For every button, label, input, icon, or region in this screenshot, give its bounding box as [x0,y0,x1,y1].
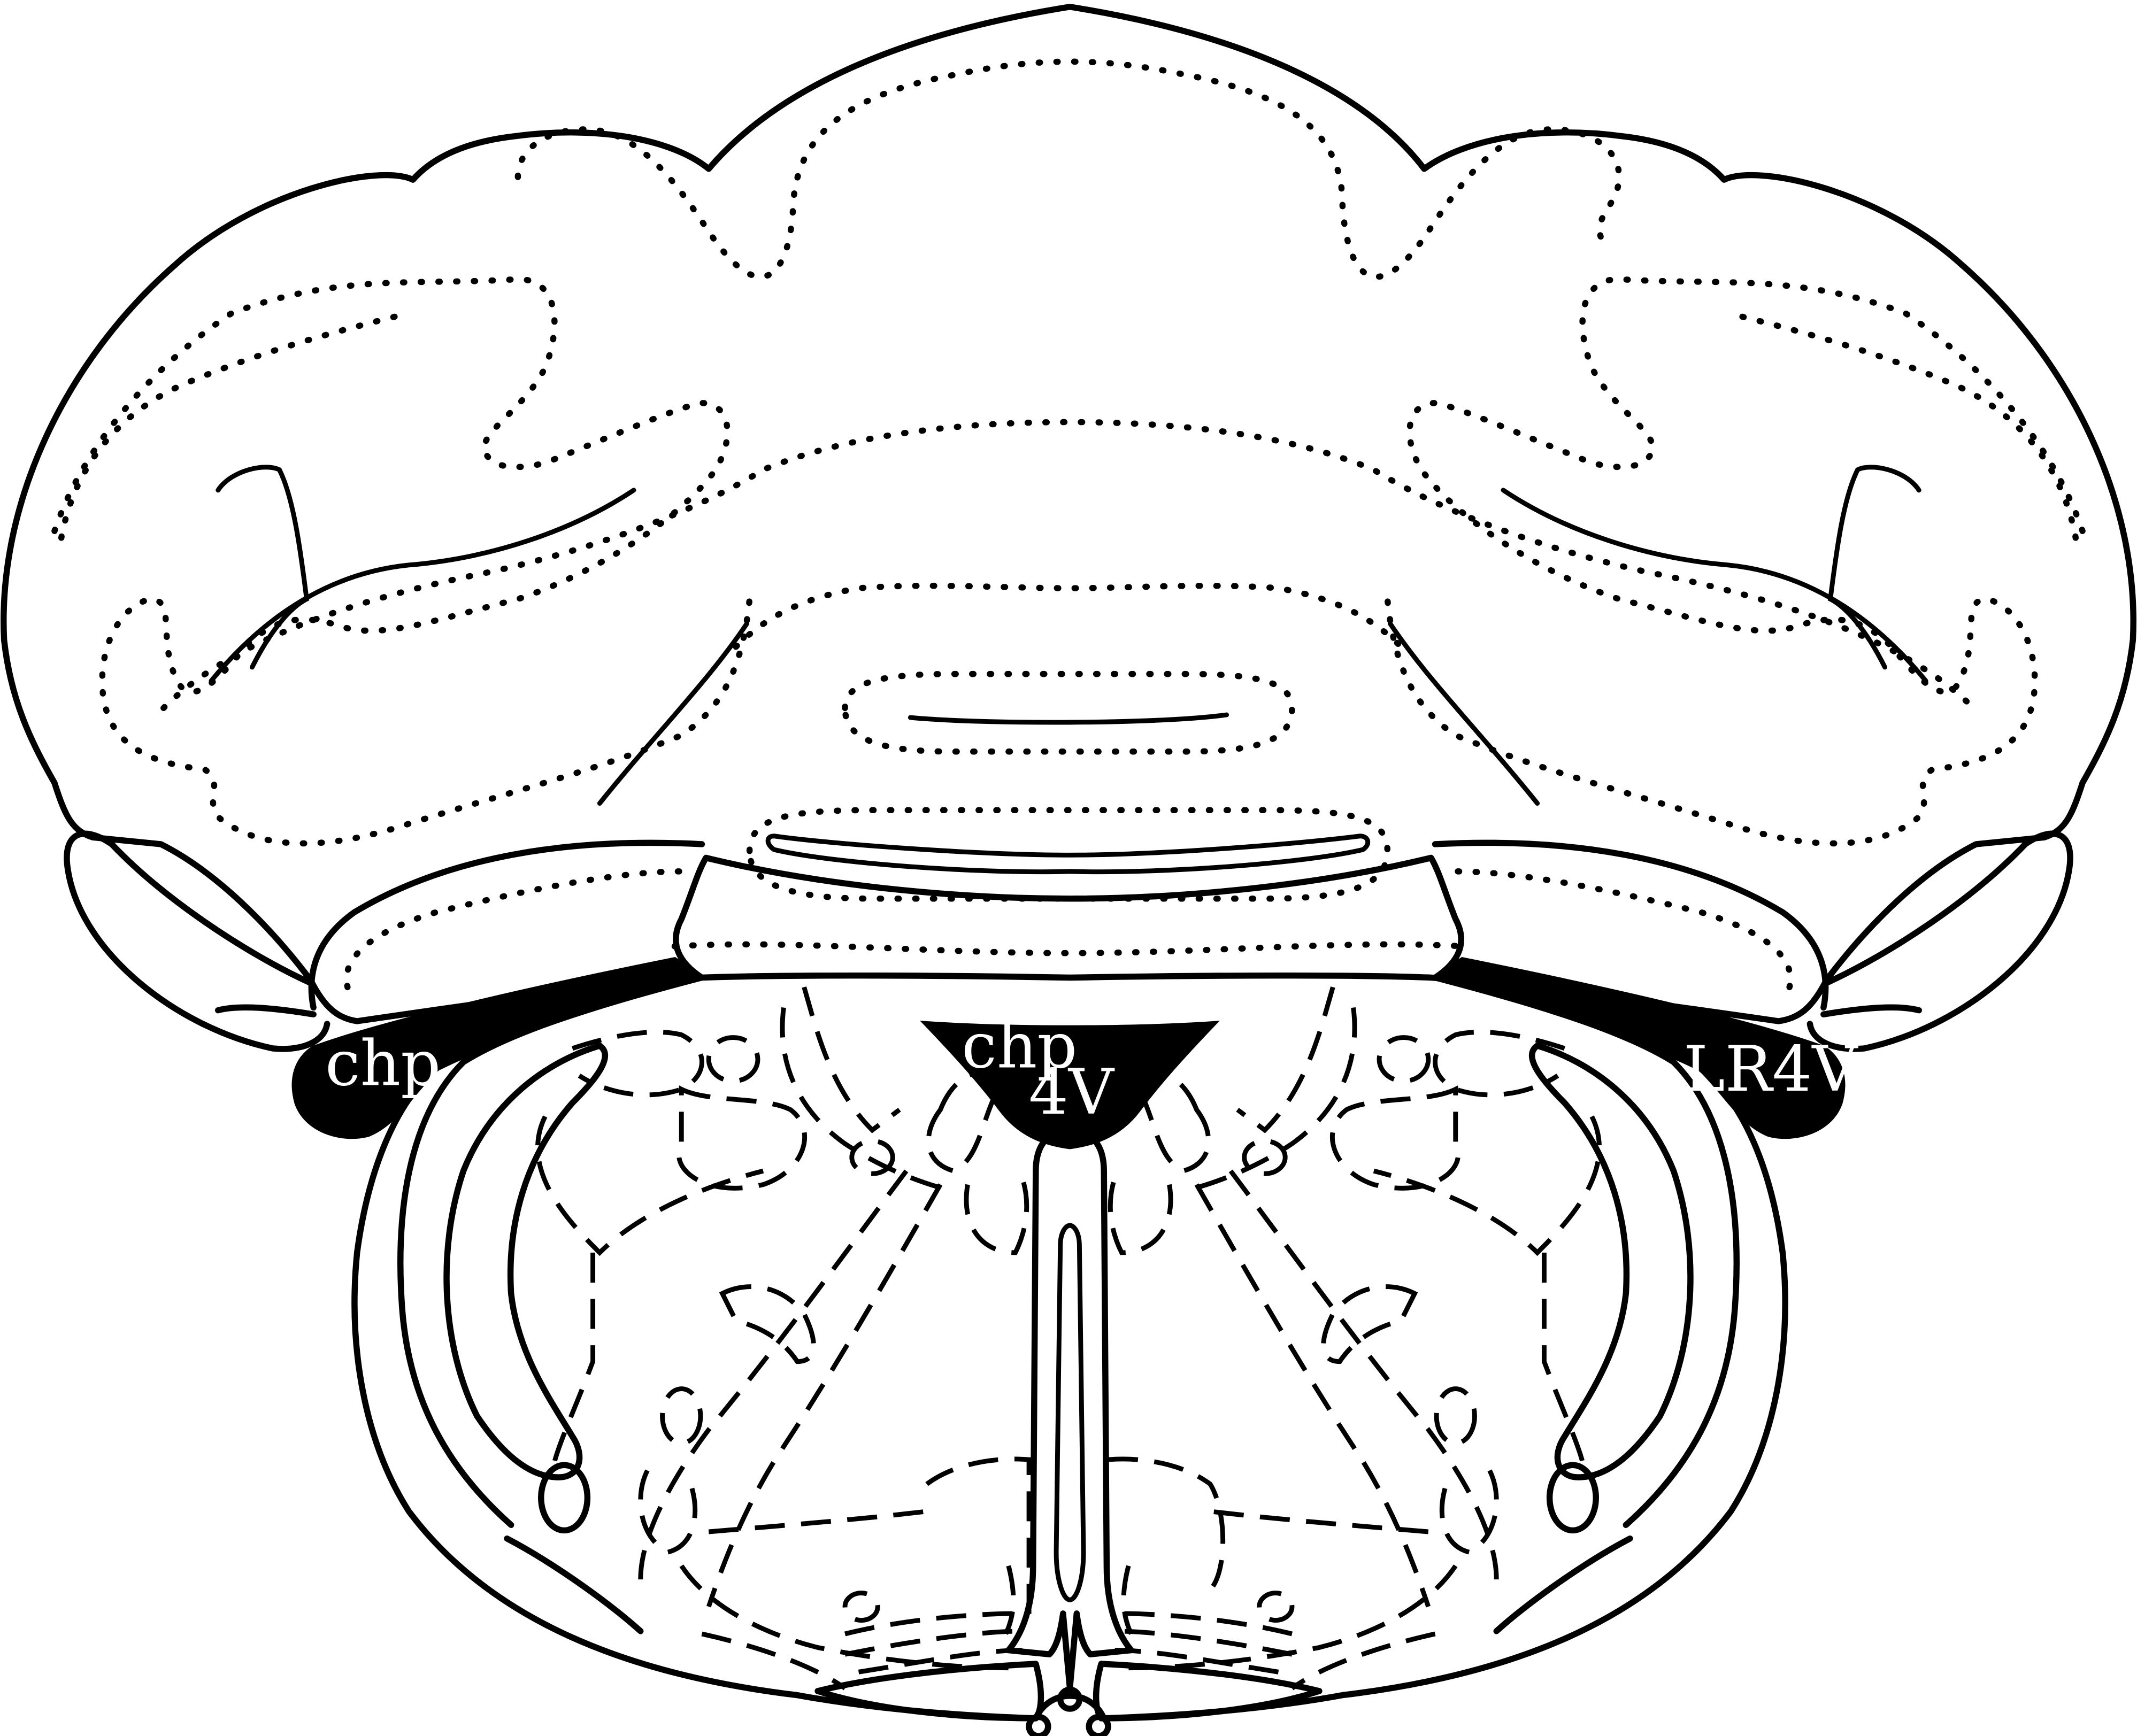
tract-left-outer [447,1046,605,1477]
paraflocculus-right [1824,1007,1919,1014]
label-chp-left: chp [325,1027,441,1100]
dashed-right-hypoglossal [1110,1178,1171,1253]
dashed-right-diag [1183,1008,1355,1192]
white-matter-central-band [736,586,1401,647]
white-matter-vermis-top [518,61,1619,276]
dashed-left-lower-arc [702,1634,845,1688]
dashed-left-lateral-column [552,1253,593,1477]
fissure-left-3 [599,623,747,803]
fissure-left-2 [218,467,307,667]
dashed-left-small-ring [709,1038,758,1081]
brainstem-outline [355,1069,1785,1718]
dashed-left-hypoglossal [966,1178,1027,1253]
label-4v: 4V [1028,1055,1115,1129]
paraflocculus-left [218,1007,313,1014]
dashed-right-vestibular [1332,1089,1458,1188]
dashed-right-olive-a [1442,1470,1496,1552]
label-lr4v: LR4V [1684,1032,1859,1106]
tract-right-outer [1532,1046,1690,1477]
dashed-right-ring-mid [1436,1389,1474,1444]
cerebellum-outline [4,7,2133,1021]
vermis-fissure-upper [910,715,1226,722]
dashed-right-small-ring [1379,1038,1428,1081]
dashed-left-facial-nucleus [722,1287,814,1362]
midline-inner [1056,1225,1083,1600]
dashed-right-base-ring [1259,1593,1292,1621]
fissure-right-1 [1503,490,1926,681]
dashed-right-central-tract [1237,987,1333,1130]
fissure-right-2 [1831,467,1919,667]
vermis-fissure-lower [768,836,1368,872]
bottom-pyramid-right [1096,1664,1319,1718]
white-matter-bottom-vermis [674,944,1462,953]
dashed-left-fan-2 [845,1631,1022,1654]
white-matter-left-lobule [55,279,750,843]
dashed-left-vestibular [679,1089,804,1188]
bottom-pyramid-left [818,1664,1041,1718]
dashed-left-olive-a [641,1470,695,1552]
dashed-left-central-tract [804,987,900,1130]
white-matter-upper-arch [164,422,1973,708]
dashed-right-lateral-column [1544,1253,1585,1477]
dashed-right-fan-2 [1115,1631,1292,1654]
dashed-right-spinal-band [1374,1116,1600,1253]
dashed-right-lower-arc [1292,1634,1435,1688]
dashed-left-long-tract-b [709,1185,940,1607]
vermis-lobule [676,858,1461,977]
white-matter-right-lobule [1387,279,2082,843]
dashed-right-long-tract-b [1197,1185,1428,1607]
fissure-right-3 [1390,623,1537,803]
fissure-left-1 [211,490,634,681]
dashed-left-lower-box [1006,1566,1013,1634]
dashed-left-base-ring [845,1593,878,1621]
dashed-left-spinal-band [537,1116,763,1253]
dashed-right-facial-nucleus [1324,1287,1415,1362]
dashed-left-diag [782,1008,954,1192]
pyramid-dot-1 [1060,1689,1080,1709]
dashed-left-ring-mid [663,1389,701,1444]
dashed-right-lower-box [1124,1566,1131,1634]
